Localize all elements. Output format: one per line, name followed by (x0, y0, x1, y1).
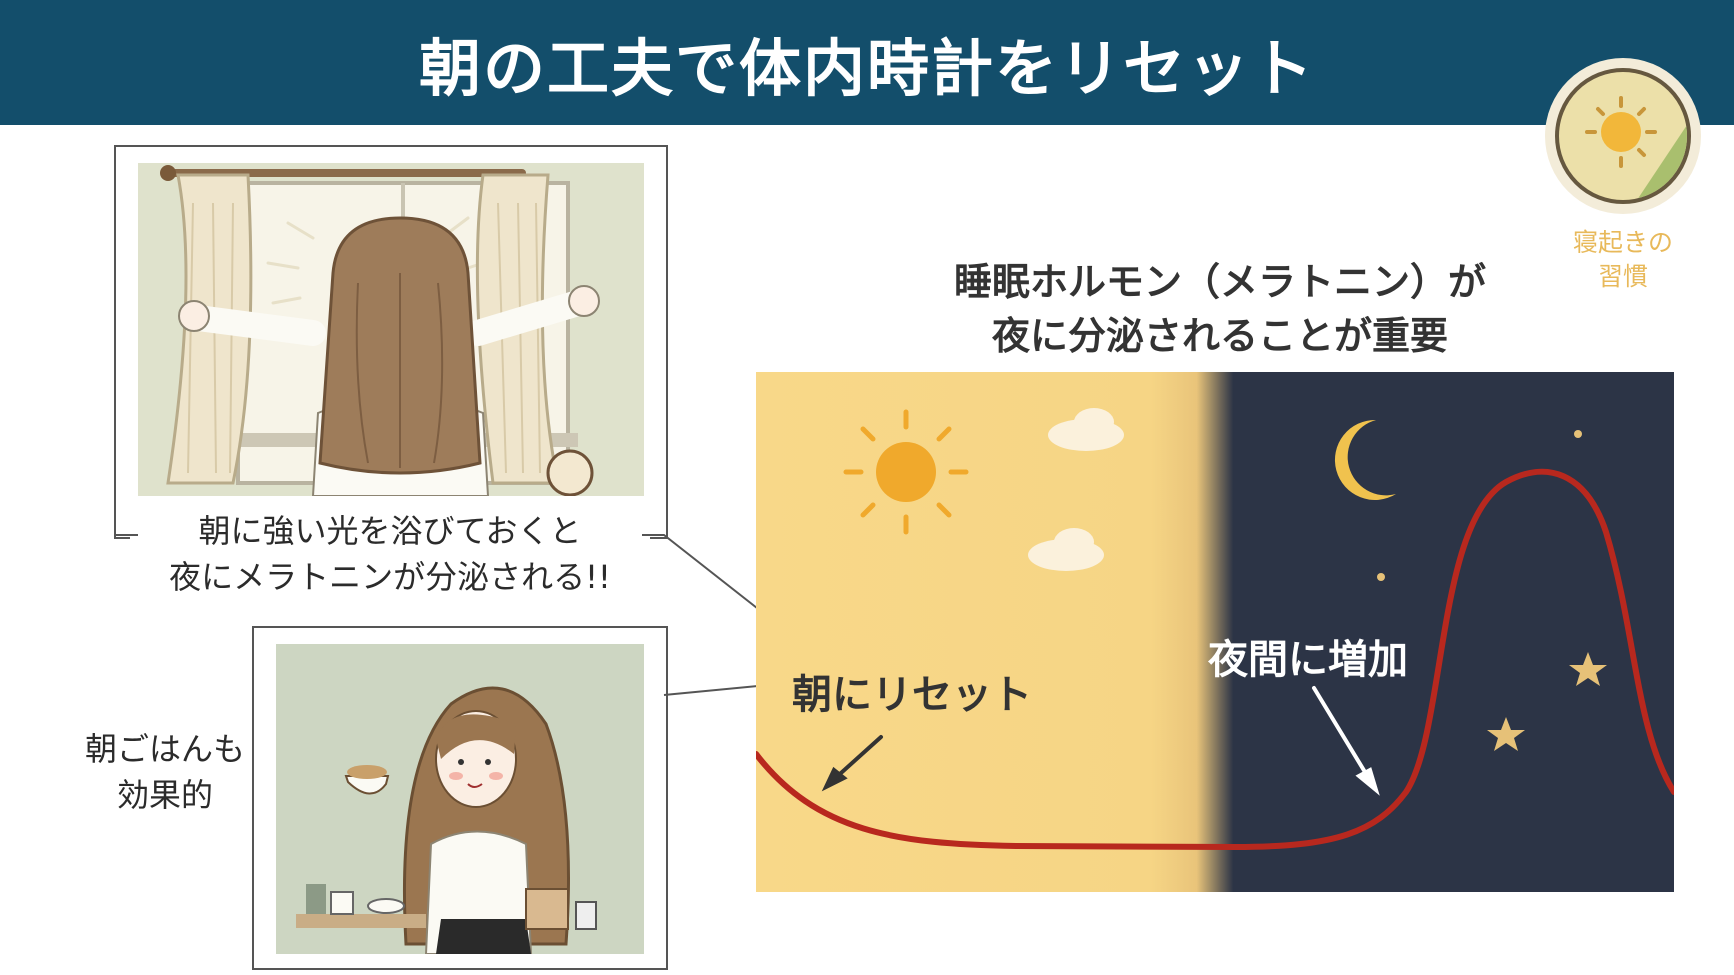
morning-reset-label: 朝にリセット (792, 672, 1032, 718)
moon-icon (1334, 419, 1396, 500)
melatonin-day-night-chart (756, 372, 1674, 892)
star-icon (1574, 430, 1582, 438)
sun-icon (843, 409, 969, 535)
chart-title-line2: 夜に分泌されることが重要 (991, 314, 1448, 358)
arrow-icon (821, 735, 883, 792)
star-icon (1569, 652, 1607, 686)
morning-light-tip-line2: 夜にメラトニンが分泌される!! (169, 558, 611, 596)
cloud-icon (1028, 528, 1104, 571)
morning-light-tip: 朝に強い光を浴びておくと 夜にメラトニンが分泌される!! (130, 508, 650, 600)
breakfast-tip-line1: 朝ごはんも (84, 730, 245, 768)
breakfast-illustration (276, 644, 644, 954)
breakfast-tip-line2: 効果的 (116, 776, 213, 814)
page-title: 朝の工夫で体内時計をリセット (418, 31, 1315, 105)
melatonin-curve (756, 468, 1674, 851)
badge-caption: 寝起きの 習慣 (1543, 226, 1703, 294)
star-icon (1377, 573, 1385, 581)
badge-caption-line2: 習慣 (1597, 262, 1648, 291)
night-increase-label: 夜間に増加 (1208, 637, 1408, 683)
cloud-icon (1048, 408, 1124, 451)
chart-title: 睡眠ホルモン（メラトニン）が 夜に分泌されることが重要 (880, 255, 1560, 363)
badge-caption-line1: 寝起きの (1572, 228, 1673, 257)
star-icon (1487, 717, 1525, 751)
window-curtain-illustration (138, 163, 644, 496)
sunrise-icon (1545, 58, 1701, 214)
morning-light-tip-line1: 朝に強い光を浴びておくと (198, 512, 582, 550)
chart-title-line1: 睡眠ホルモン（メラトニン）が (953, 260, 1486, 304)
breakfast-tip: 朝ごはんも 効果的 (60, 726, 270, 818)
header-bar: 朝の工夫で体内時計をリセット (0, 0, 1734, 125)
arrow-icon (1312, 686, 1380, 796)
